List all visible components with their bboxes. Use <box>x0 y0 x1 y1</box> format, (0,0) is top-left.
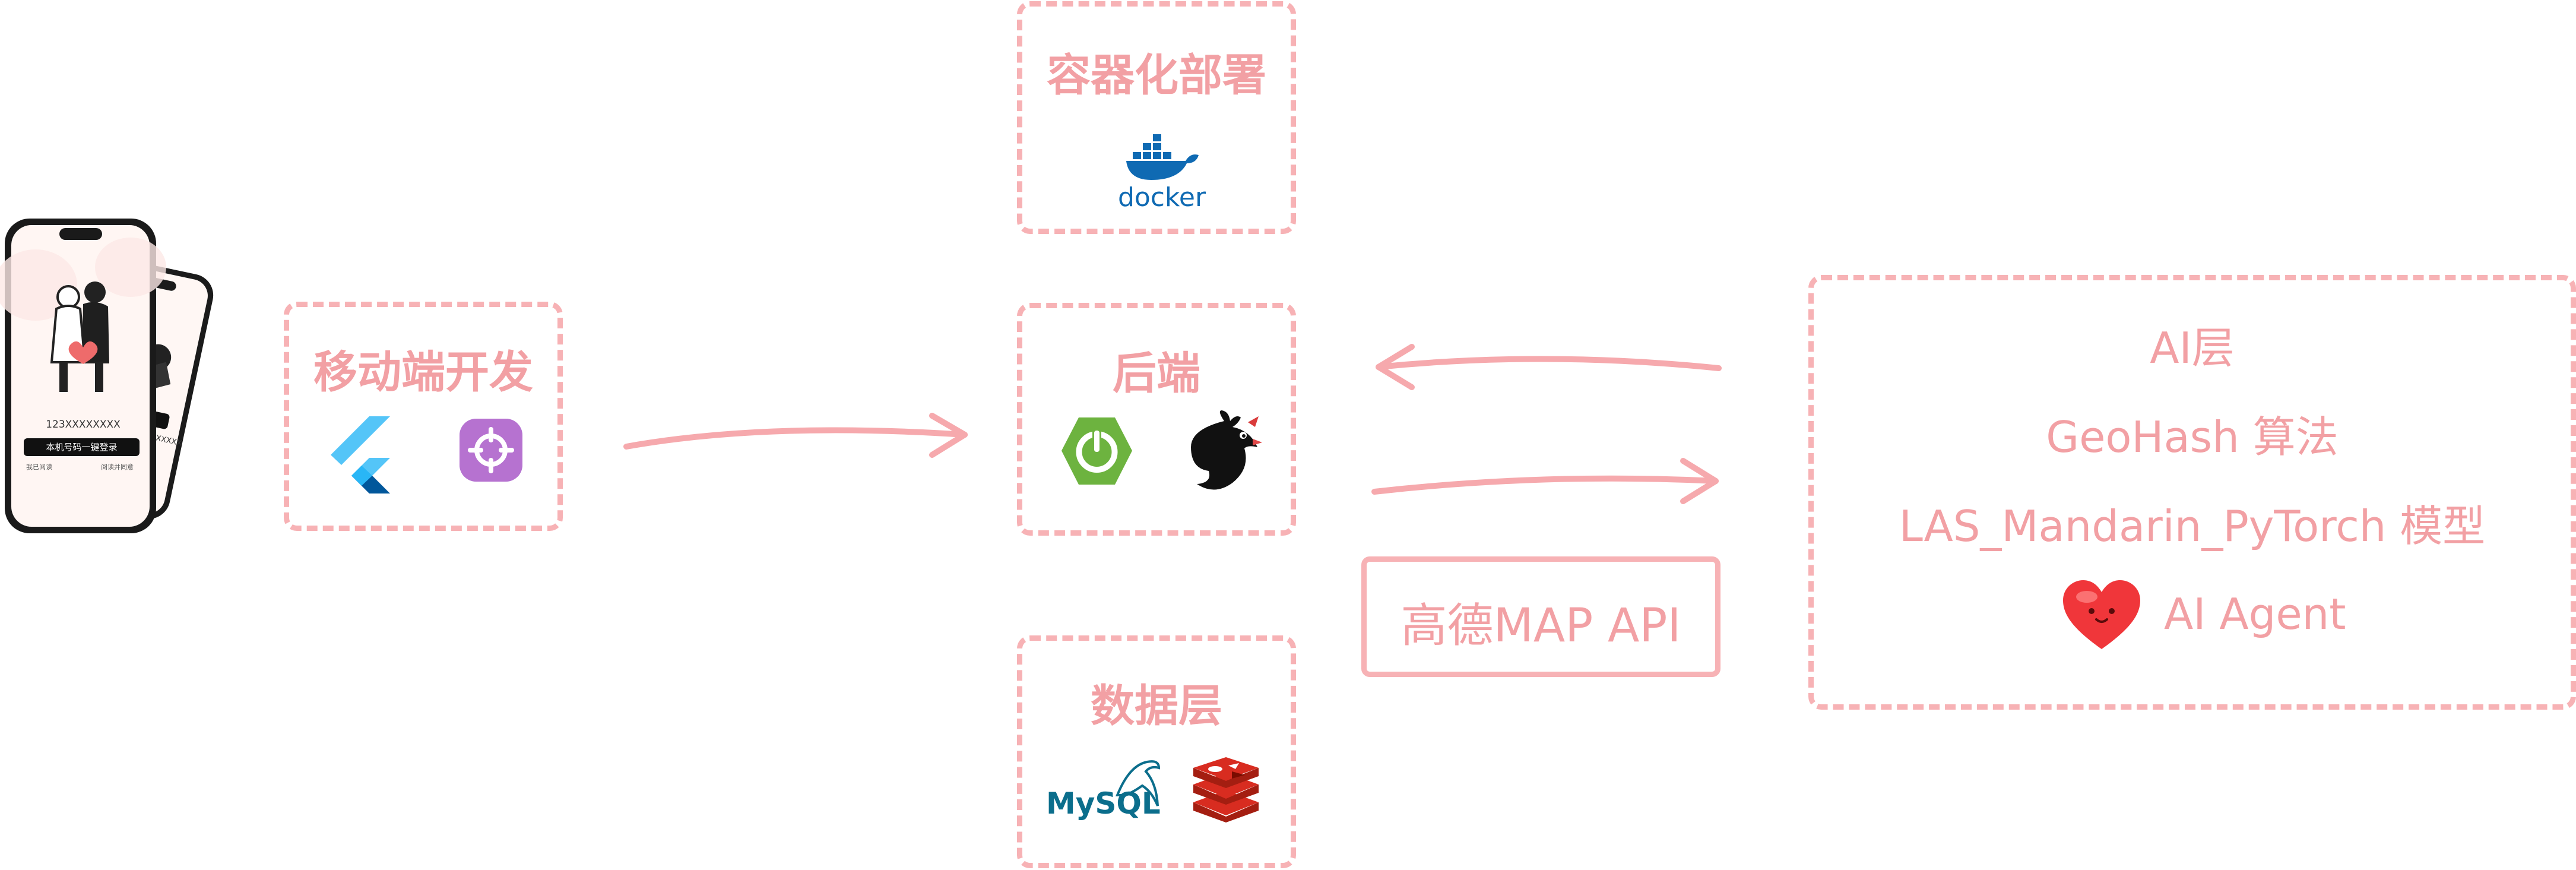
redis-icon <box>1190 757 1262 822</box>
arrow-mobile-to-backend <box>617 404 974 475</box>
ai-agent-line: AI Agent <box>2164 589 2346 639</box>
arkts-icon <box>458 417 524 483</box>
backend-title: 后端 <box>1113 348 1200 399</box>
las-model-line: LAS_Mandarin_PyTorch 模型 <box>1899 501 2486 551</box>
ai-layer-title: AI层 <box>2150 323 2235 373</box>
container-deploy-box: 容器化部署 docker <box>1017 1 1296 234</box>
arrow-ai-to-backend <box>1365 338 1728 404</box>
mysql-logo-text: MySQL <box>1046 786 1161 821</box>
mobile-dev-title: 移动端开发 <box>313 347 533 398</box>
spring-boot-icon <box>1060 414 1134 488</box>
docker-icon <box>1120 134 1203 186</box>
bird-logo-icon <box>1189 409 1272 492</box>
geohash-line: GeoHash 算法 <box>2046 412 2339 462</box>
flutter-icon <box>325 416 390 493</box>
heart-icon <box>2063 580 2140 650</box>
data-layer-title: 数据层 <box>1091 681 1222 732</box>
agree-right-text: 阅读并同意 <box>101 463 134 471</box>
arrow-backend-to-ai <box>1365 451 1728 517</box>
map-api-box: 高德MAP API <box>1361 556 1720 677</box>
docker-logo-text: docker <box>1117 182 1206 213</box>
login-button[interactable]: 本机号码一键登录 <box>24 438 140 456</box>
container-deploy-title: 容器化部署 <box>1047 50 1266 101</box>
map-api-label: 高德MAP API <box>1401 599 1681 653</box>
phone-number-text: 123XXXXXXXX <box>46 419 121 431</box>
ai-layer-box: AI层 GeoHash 算法 LAS_Mandarin_PyTorch 模型 A… <box>1808 275 2576 710</box>
mobile-dev-box: 移动端开发 <box>284 302 563 531</box>
mysql-icon <box>1046 754 1165 819</box>
phone-mockups <box>0 214 261 546</box>
agree-left-text: 我已阅读 <box>26 463 52 471</box>
data-layer-box: 数据层 MySQL <box>1017 635 1296 868</box>
backend-box: 后端 <box>1017 303 1296 536</box>
